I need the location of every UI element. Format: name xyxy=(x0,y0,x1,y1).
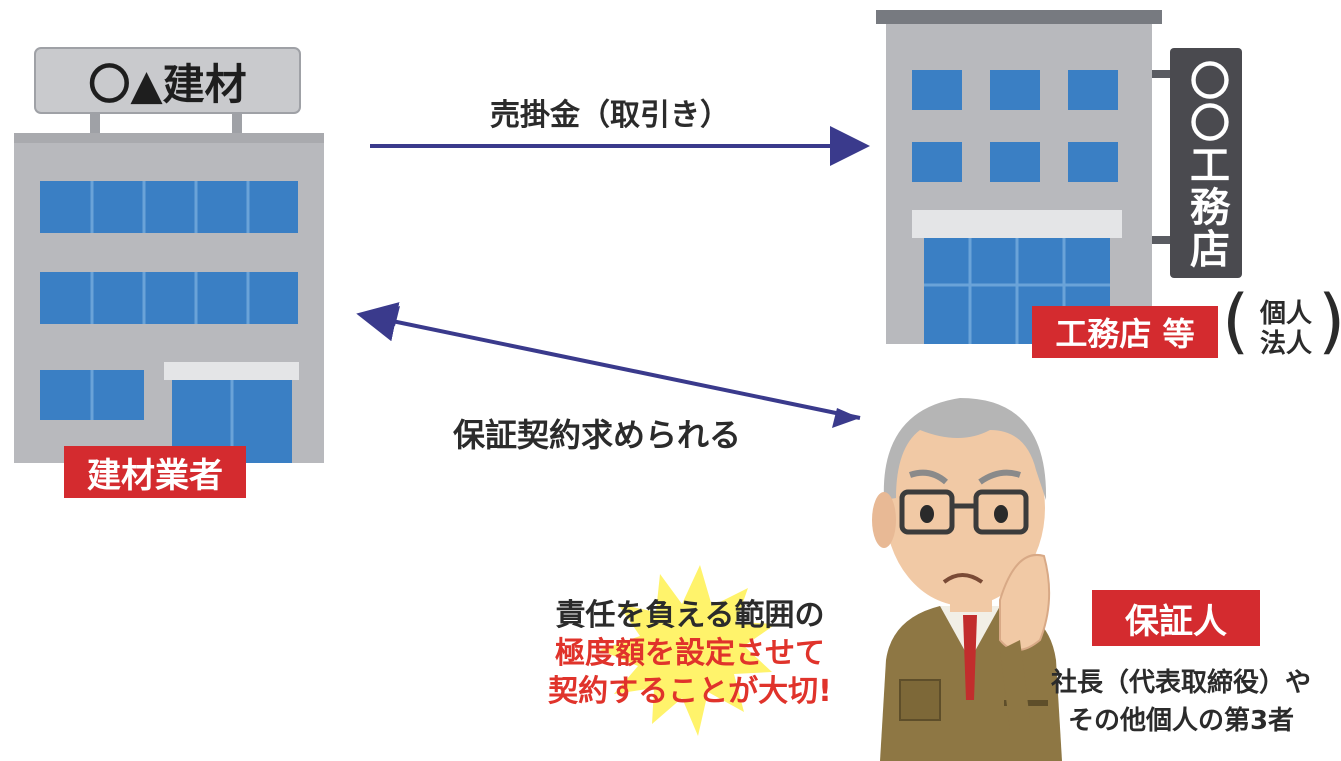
open-paren: ( xyxy=(1222,280,1250,362)
guarantee-label: 保証契約求められる xyxy=(452,416,741,454)
contractor-sign: 〇〇工務店 xyxy=(1170,58,1242,272)
guarantor-tag: 保証人 xyxy=(1092,590,1260,646)
callout-line-2: 極度額を設定させて xyxy=(555,636,825,671)
contractor-tag: 工務店 等 xyxy=(1032,306,1218,358)
guarantee-arrow xyxy=(356,302,861,428)
burst-shape-icon xyxy=(600,565,776,736)
guarantor-desc-line-1: 社長（代表取締役）や xyxy=(1050,668,1311,698)
contractor-building-icon xyxy=(876,10,1242,344)
contractor-types: ( 個人 法人 ) xyxy=(1222,286,1341,372)
callout-line-1: 責任を負える範囲の xyxy=(555,598,825,633)
contractor-sign-text: 〇〇工務店 xyxy=(1183,60,1229,270)
supplier-sign-text: 〇▲建材 xyxy=(88,59,247,109)
guarantor-person-icon xyxy=(872,398,1062,761)
receivable-label: 売掛金（取引き） xyxy=(490,98,730,133)
close-paren: ) xyxy=(1318,286,1341,356)
supplier-tag: 建材業者 xyxy=(64,446,246,498)
callout-line-3: 契約することが大切! xyxy=(548,674,832,709)
guarantor-desc-line-2: その他個人の第3者 xyxy=(1067,706,1295,736)
contractor-type-corporate: 法人 xyxy=(1260,329,1313,359)
contractor-type-individual: 個人 xyxy=(1260,299,1313,329)
supplier-building-icon xyxy=(14,47,324,463)
